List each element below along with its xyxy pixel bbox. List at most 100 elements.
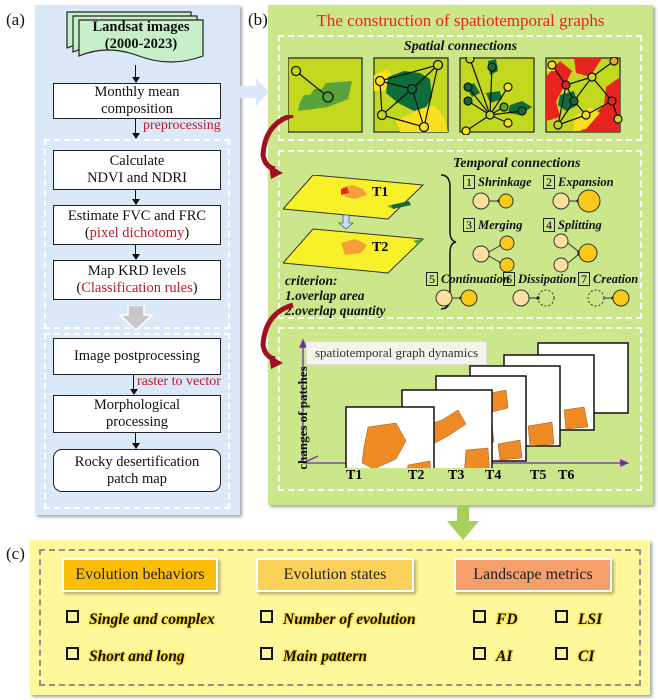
patch-node bbox=[553, 257, 569, 273]
state-item: Main pattern bbox=[260, 647, 367, 666]
curved-arrow-icon bbox=[260, 302, 294, 362]
layer-t2-label: T2 bbox=[372, 240, 389, 255]
checkbox-icon bbox=[473, 647, 486, 660]
relation-label: Creation bbox=[593, 272, 639, 286]
step-map-krd-levels: Map KRD levels (Classification rules) bbox=[53, 260, 221, 300]
patch-node bbox=[472, 245, 490, 263]
patch-node bbox=[553, 233, 569, 249]
patch-node bbox=[552, 192, 570, 210]
relation-label: Expansion bbox=[558, 175, 614, 189]
time-tick-label: T3 bbox=[448, 468, 465, 483]
panel-c-label: (c) bbox=[6, 544, 25, 563]
landsat-stack-icon bbox=[66, 11, 204, 63]
analysis-frame bbox=[39, 549, 641, 686]
spatial-connections-title: Spatial connections bbox=[403, 39, 518, 54]
relation-label: Continuation bbox=[441, 272, 510, 286]
flow-arrows bbox=[260, 115, 294, 369]
metric-item: LSI bbox=[555, 610, 602, 629]
relation-number: 1 bbox=[463, 175, 475, 189]
down-block-arrow-icon bbox=[118, 305, 154, 331]
patch-node bbox=[499, 235, 515, 251]
step-morphological-processing: Morphological processing bbox=[53, 395, 221, 433]
panel-c-analysis: Evolution behaviors Evolution states Lan… bbox=[30, 540, 650, 695]
checkbox-icon bbox=[555, 647, 568, 660]
spatial-connections-frame bbox=[278, 35, 642, 141]
checkbox-icon bbox=[260, 610, 273, 623]
arrow bbox=[130, 190, 141, 205]
spatial-example-1 bbox=[288, 57, 363, 133]
patch-node bbox=[498, 193, 514, 209]
patch-node bbox=[460, 289, 478, 307]
relation-number: 7 bbox=[578, 272, 590, 286]
temporal-connections-frame bbox=[278, 150, 642, 319]
metric-item: FD bbox=[473, 610, 518, 629]
edge bbox=[567, 242, 580, 253]
step-calculate-indices: Calculate NDVI and NDRI bbox=[53, 150, 221, 190]
header-evolution-behaviors: Evolution behaviors bbox=[62, 558, 218, 592]
relation-number: 2 bbox=[543, 175, 555, 189]
relation-diagram bbox=[552, 189, 601, 213]
time-tick-label: T5 bbox=[530, 468, 547, 483]
spatial-example-2 bbox=[373, 57, 449, 133]
relation-diagram bbox=[435, 289, 478, 307]
edge bbox=[488, 244, 502, 253]
patch-node bbox=[612, 289, 630, 307]
layer-t1-label: T1 bbox=[372, 185, 389, 200]
relation-label: Dissipation bbox=[518, 272, 577, 286]
checkbox-icon bbox=[555, 610, 568, 623]
panel-a-workflow: Landsat images (2000-2023) Monthly mean … bbox=[35, 5, 240, 515]
criterion-text: criterion: 1.overlap area 2.overlap quan… bbox=[285, 273, 386, 318]
relation-diagram bbox=[553, 233, 598, 273]
header-landscape-metrics: Landscape metrics bbox=[454, 558, 612, 592]
step-estimate-fvc-frc: Estimate FVC and FRC (pixel dichotomy) bbox=[53, 205, 221, 245]
dynamics-frame bbox=[278, 327, 642, 491]
checkbox-icon bbox=[260, 647, 273, 660]
metric-item: CI bbox=[555, 647, 594, 666]
header-evolution-states: Evolution states bbox=[256, 558, 414, 592]
patch-node bbox=[578, 243, 598, 263]
curved-arrow-icon bbox=[260, 115, 294, 172]
relation-label: Shrinkage bbox=[478, 175, 532, 189]
patch-node bbox=[587, 289, 605, 307]
relation-diagram bbox=[512, 289, 555, 307]
patch-node bbox=[435, 289, 453, 307]
time-tick-label: T2 bbox=[408, 468, 425, 483]
arrow bbox=[128, 375, 139, 395]
metric-item: AI bbox=[473, 647, 512, 666]
relation-diagram bbox=[587, 289, 630, 307]
panel-b-title: The construction of spatiotemporal graph… bbox=[316, 11, 605, 30]
arrow-b-to-c-icon bbox=[447, 505, 479, 540]
state-item: Number of evolution bbox=[260, 610, 416, 629]
dynamics-chart bbox=[299, 338, 630, 468]
patch-node bbox=[472, 192, 490, 210]
dynamics-title: spatiotemporal graph dynamics bbox=[306, 341, 488, 365]
checkbox-icon bbox=[66, 610, 79, 623]
arrow bbox=[130, 433, 141, 449]
behavior-item: Short and long bbox=[66, 647, 185, 666]
relation-number: 6 bbox=[503, 272, 515, 286]
landsat-source-label: Landsat images (2000-2023) bbox=[92, 19, 190, 52]
relation-number: 4 bbox=[543, 218, 555, 232]
spatial-connection-examples bbox=[288, 57, 623, 135]
behavior-item: Single and complex bbox=[66, 610, 215, 629]
temporal-layers-illustration bbox=[283, 175, 425, 274]
raster-to-vector-label: raster to vector bbox=[137, 374, 221, 389]
edge bbox=[567, 253, 580, 264]
patch-shape bbox=[361, 422, 431, 468]
panel-b-label: (b) bbox=[248, 10, 268, 29]
time-tick-label: T6 bbox=[558, 468, 575, 483]
relation-number: 3 bbox=[463, 218, 475, 232]
spatial-example-3 bbox=[459, 57, 535, 135]
time-tick-label: T1 bbox=[346, 468, 363, 483]
arrow bbox=[130, 119, 141, 139]
postprocessing-group-frame bbox=[44, 333, 230, 509]
panel-a-label: (a) bbox=[6, 10, 25, 29]
step-monthly-composition: Monthly mean composition bbox=[53, 83, 221, 119]
step-image-postprocessing: Image postprocessing bbox=[53, 338, 221, 375]
